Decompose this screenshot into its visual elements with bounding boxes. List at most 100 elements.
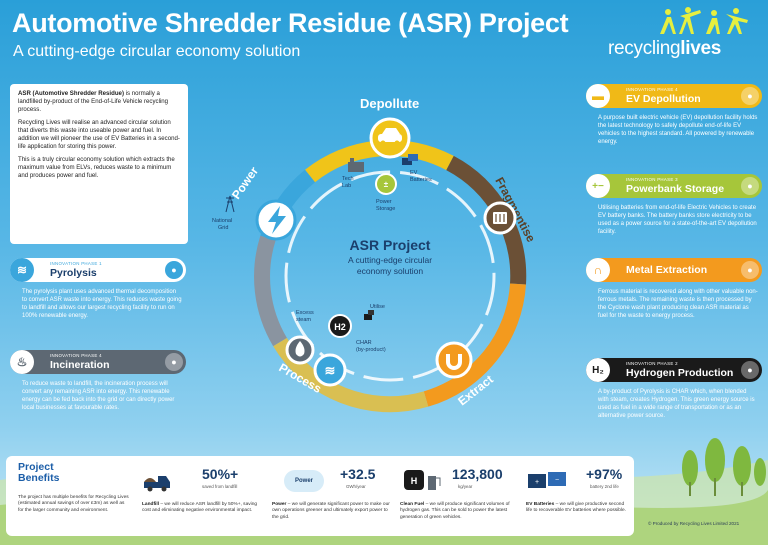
hydrogen-fuel-icon: H — [402, 468, 442, 492]
plus-minus-icon: ± — [384, 180, 389, 189]
label-power-storage-line-1: Power — [376, 199, 392, 205]
power-storage-node: ± — [375, 173, 397, 195]
label-national-grid-line-2: Grid — [218, 225, 228, 231]
benefit-fuel-value: 123,800 — [452, 466, 503, 482]
center-subtitle-line-1: A cutting-edge circular — [348, 255, 432, 265]
pyrolysis-heat-icon: ≋ — [10, 258, 34, 282]
h2-icon: H₂ — [586, 358, 610, 382]
phase-pyrolysis: ≋ INNOVATION PHASE 1 Pyrolysis ● The pyr… — [10, 258, 186, 321]
ev-battery-icon: +− — [526, 468, 570, 492]
inner-flow-ring — [284, 170, 496, 382]
page-subtitle: A cutting-edge circular economy solution — [13, 43, 301, 60]
h2-icon: H2 — [334, 322, 346, 332]
svg-text:H: H — [411, 476, 418, 486]
bulb-icon: ● — [741, 87, 759, 105]
phase-hydrogen-production: H₂ INNOVATION PHASE 2 Hydrogen Productio… — [586, 358, 762, 421]
phase-description: Ferrous material is recovered along with… — [598, 289, 758, 320]
label-tech-lab-line-2: Lab — [342, 183, 351, 189]
stage-label-depollute: Depollute — [360, 96, 419, 111]
intro-definition: is normally a landfilled by-product of t… — [18, 90, 169, 114]
benefits-panel: Project Benefits The project has multipl… — [6, 456, 634, 536]
svg-text:+: + — [535, 479, 539, 486]
phase-metal-extraction: ∩ Metal Extraction ● Ferrous material is… — [586, 258, 762, 321]
benefit-power-unit: GWh/year — [346, 484, 366, 489]
lightning-bolt-icon — [268, 206, 286, 234]
benefit-ev-value: +97% — [586, 466, 623, 482]
phase-description: A by-product of Pyrolysis is CHAR which,… — [598, 389, 755, 420]
phase-name: Incineration — [50, 359, 110, 371]
phase-description: A purpose built electric vehicle (EV) de… — [598, 115, 758, 146]
benefit-ev-bold: EV Batteries — [526, 502, 555, 507]
page-title: Automotive Shredder Residue (ASR) Projec… — [12, 8, 569, 38]
label-national-grid-line-1: National — [212, 218, 232, 224]
label-ev-batteries-line-2: Batteries — [410, 177, 432, 183]
benefit-landfill-text: Landfill – we will reduce ASR landfill b… — [142, 502, 264, 515]
label-tech-lab-line-1: Tech — [342, 176, 354, 182]
logo-text-recycling: recycling — [608, 38, 681, 59]
node-power — [255, 199, 297, 241]
copyright: © Produced by Recycling Lives Limited 20… — [648, 521, 740, 526]
bulb-icon: ● — [165, 261, 183, 279]
battery-plus-minus-icon: +− — [586, 174, 610, 198]
bulb-icon: ● — [741, 261, 759, 279]
svg-text:−: − — [555, 477, 559, 484]
pylon-icon — [225, 195, 235, 213]
label-excess-steam-line-1: Excess — [296, 310, 314, 316]
benefit-landfill-body: – we will reduce ASR landfill by 50%+, s… — [142, 502, 258, 514]
power-icon-label: Power — [294, 478, 313, 484]
magnet-icon — [446, 354, 462, 370]
benefit-ev-text: EV Batteries – we will give productive s… — [526, 502, 630, 515]
benefit-landfill-value: 50%+ — [202, 466, 239, 482]
benefit-ev-body: – we will give productive second life to… — [526, 502, 626, 514]
magnet-icon: ∩ — [586, 258, 610, 282]
asr-cycle-diagram: Depollute Fragmentise Extract Process Po… — [212, 96, 538, 413]
phase-kicker: INNOVATION PHASE 4 — [50, 353, 102, 358]
benefit-landfill-unit: saved from landfill — [202, 484, 238, 489]
benefit-landfill-bold: Landfill — [142, 502, 160, 507]
stage-label-power: Power — [229, 164, 261, 202]
flame-icon — [295, 341, 305, 357]
intro-paragraph-3: This is a truly circular economy solutio… — [18, 156, 175, 180]
tree-icon — [682, 438, 766, 496]
car-icon: ▬ — [586, 84, 610, 108]
benefit-power-value: +32.5 — [340, 466, 376, 482]
intro-box: ASR (Automotive Shredder Residue) is nor… — [10, 84, 188, 244]
logo: recyclinglives — [608, 38, 721, 60]
phase-name: EV Depollution — [626, 93, 701, 105]
node-depollute — [369, 117, 411, 159]
bulb-icon: ● — [741, 361, 759, 379]
intro-term: ASR (Automotive Shredder Residue) — [18, 90, 124, 97]
label-char-line-2: (by-product) — [356, 347, 386, 353]
phase-kicker: INNOVATION PHASE 4 — [626, 87, 678, 92]
node-extract — [435, 341, 473, 379]
center-title: ASR Project — [350, 237, 431, 253]
benefit-power-body: – we will generate significant power to … — [272, 502, 390, 520]
node-process-incineration — [285, 335, 315, 365]
char-icon — [364, 310, 374, 320]
logo-text-lives: lives — [680, 38, 722, 59]
phase-name: Metal Extraction — [626, 264, 708, 276]
phase-name: Powerbank Storage — [626, 183, 725, 195]
label-excess-steam-line-2: steam — [296, 317, 311, 323]
phase-name: Hydrogen Production — [626, 367, 734, 379]
phase-powerbank-storage: +− INNOVATION PHASE 3 Powerbank Storage … — [586, 174, 762, 237]
phase-description: The pyrolysis plant uses advanced therma… — [22, 289, 182, 320]
benefits-title-line-2: Benefits — [18, 472, 60, 484]
benefit-fuel-bold: Clean Fuel — [400, 502, 425, 507]
phase-kicker: INNOVATION PHASE 2 — [626, 361, 678, 366]
benefit-power-bold: Power — [272, 502, 287, 507]
benefits-intro: The project has multiple benefits for Re… — [18, 495, 129, 513]
benefit-fuel-body: – we will produce significant volumes of… — [400, 502, 510, 520]
center-subtitle-line-2: economy solution — [357, 266, 423, 276]
phase-ev-depollution: ▬ INNOVATION PHASE 4 EV Depollution ● A … — [586, 84, 762, 147]
ring-arc-extract — [423, 283, 526, 407]
ev-batteries-icon — [402, 154, 418, 165]
benefit-fuel-unit: kg/year — [458, 484, 473, 489]
wash-waves-icon: ≋ — [325, 363, 336, 378]
phase-incineration: ♨ INNOVATION PHASE 4 Incineration ● To r… — [10, 350, 186, 413]
power-icon: Power — [284, 470, 324, 492]
flame-icon: ♨ — [10, 350, 34, 374]
node-fragmentise — [483, 201, 517, 235]
benefit-power-text: Power – we will generate significant pow… — [272, 502, 392, 521]
benefits-title-line-1: Project — [18, 461, 54, 473]
